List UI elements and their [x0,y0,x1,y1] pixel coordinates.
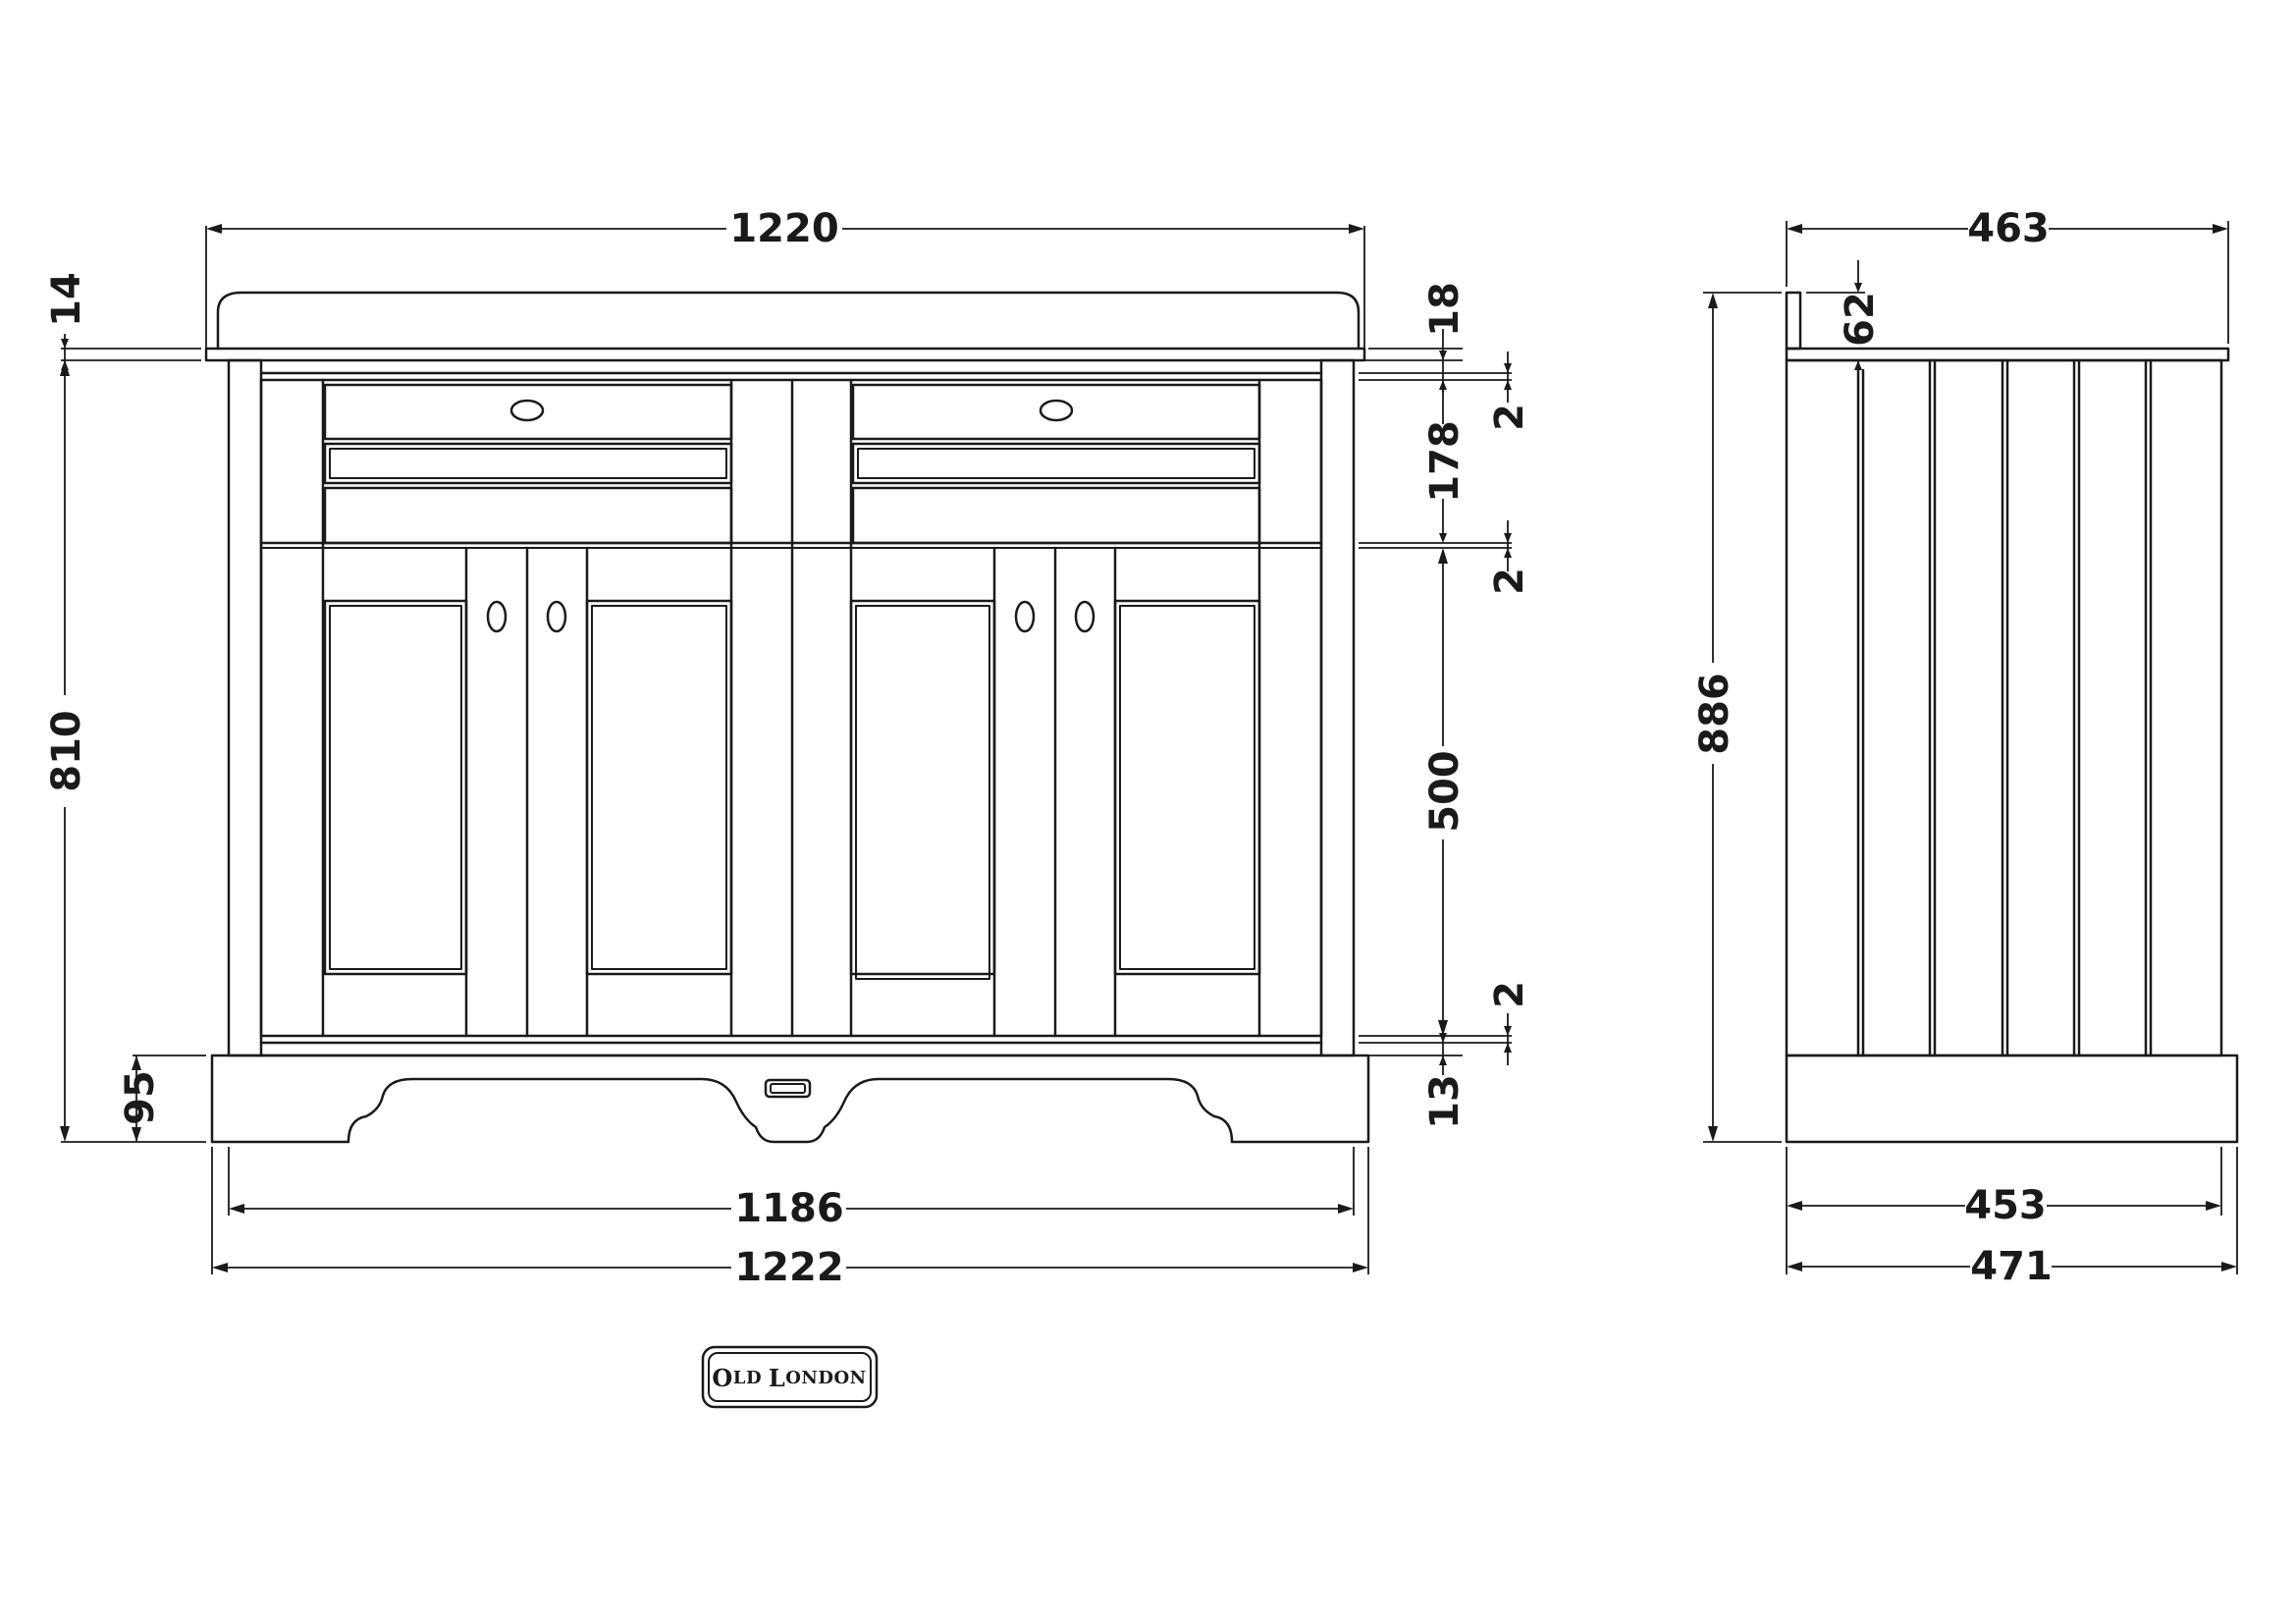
drawer-left [323,383,733,545]
dim-overall-width: 1220 [729,206,838,251]
side-upstand [1785,291,1802,351]
dim-upstand: 18 [1422,282,1468,337]
door-3 [849,546,996,1038]
front-upstand [216,291,1361,351]
dim-plinth-width: 1222 [734,1245,843,1290]
door-2 [525,546,733,1038]
dim-side-body-depth: 453 [1964,1183,2047,1228]
dim-door-height: 500 [1422,750,1468,833]
front-worktop [204,347,1366,362]
side-view [1785,291,2239,1144]
drawer-right [851,383,1261,545]
left-stile [227,358,263,1057]
door-4 [1053,546,1261,1038]
dim-gap-middle: 2 [1487,568,1532,595]
dim-gap-bottom: 2 [1487,981,1532,1008]
logo-text: OLD LONDON [712,1364,866,1392]
side-plinth [1785,1054,2239,1144]
door-handle-3 [1014,600,1036,633]
dim-side-upstand: 62 [1838,292,1883,347]
dim-bottom-rail: 13 [1422,1074,1468,1129]
plinth-badge-icon [764,1078,812,1099]
old-london-logo: OLD LONDON [701,1345,879,1409]
right-stile [1319,358,1356,1057]
door-1 [323,546,468,1038]
side-worktop [1785,347,2230,362]
dim-side-plinth-depth: 471 [1970,1244,2053,1289]
dim-gap-top: 2 [1487,404,1532,431]
drawer-handle-left [509,399,545,422]
side-body [1785,358,2223,1057]
dim-body-width: 1186 [734,1186,843,1231]
dim-side-top-depth: 463 [1967,206,2050,251]
door-handle-2 [546,600,567,633]
dim-drawer-height: 178 [1422,420,1468,503]
dim-plinth-height: 95 [118,1070,163,1125]
door-handle-4 [1074,600,1095,633]
front-view [204,291,1370,1144]
drawer-handle-right [1039,399,1074,422]
side-panel-grooves [1856,358,2153,1057]
dim-top-thickness: 14 [44,272,89,327]
dim-side-overall-height: 886 [1692,673,1737,755]
front-dimensions: 1220 1186 1222 14 810 [44,206,1532,1290]
dim-body-height: 810 [44,710,89,792]
front-plinth [210,1054,1370,1144]
door-handle-1 [486,600,507,633]
side-dimensions: 463 62 886 453 471 [1692,206,2238,1289]
